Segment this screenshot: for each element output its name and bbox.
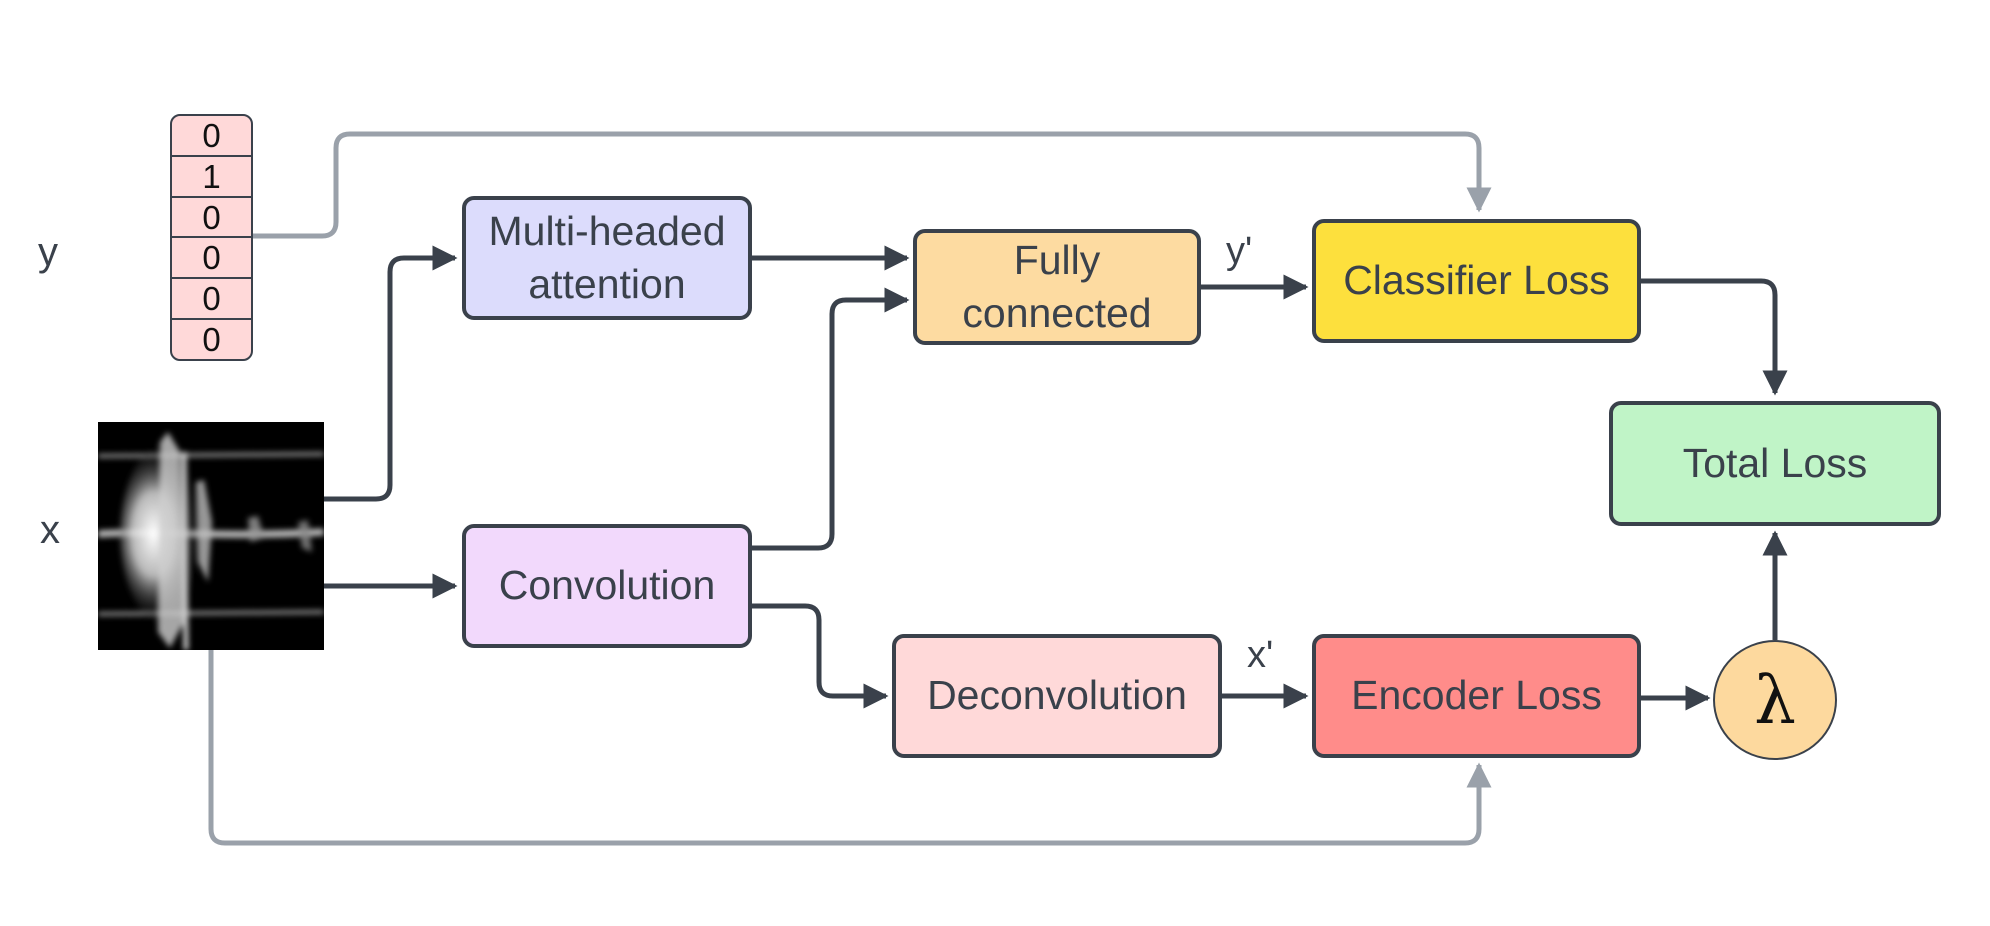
one-hot-cell: 0 <box>172 318 251 359</box>
input-spectrogram-image <box>98 422 324 650</box>
multi-headed-attention-label: Multi-headed attention <box>488 207 726 307</box>
fully-connected-node: Fully connected <box>913 229 1201 345</box>
x-input-label: x <box>40 508 60 552</box>
fully-connected-label: Fully connected <box>962 236 1152 336</box>
multi-headed-attention-node: Multi-headed attention <box>462 196 752 320</box>
lambda-weight-node: λ <box>1713 640 1837 760</box>
encoder-loss-label: Encoder Loss <box>1351 672 1602 719</box>
deconvolution-node: Deconvolution <box>892 634 1222 758</box>
edge-classifier-loss-to-total-loss <box>1641 278 1788 396</box>
convolution-node: Convolution <box>462 524 752 648</box>
x-prime-edge-label: x' <box>1247 634 1274 676</box>
classifier-loss-node: Classifier Loss <box>1312 219 1641 343</box>
edge-x-to-encoder-loss <box>208 650 1492 846</box>
one-hot-label-vector: 0 1 0 0 0 0 <box>170 114 253 361</box>
convolution-label: Convolution <box>498 562 716 609</box>
lambda-symbol: λ <box>1754 661 1796 739</box>
deconvolution-label: Deconvolution <box>927 672 1187 719</box>
one-hot-cell: 0 <box>172 277 251 318</box>
y-prime-edge-label: y' <box>1226 230 1253 272</box>
classifier-loss-label: Classifier Loss <box>1343 257 1610 304</box>
y-input-label: y <box>38 230 58 274</box>
one-hot-cell: 0 <box>202 116 221 154</box>
one-hot-cell: 1 <box>172 154 251 196</box>
total-loss-label: Total Loss <box>1682 439 1868 486</box>
edge-convolution-to-deconvolution <box>752 603 889 709</box>
edge-y-to-classifier-loss <box>253 131 1492 239</box>
edge-x-to-attention <box>324 245 458 502</box>
one-hot-cell: 0 <box>172 195 251 237</box>
edge-convolution-to-fully-connected <box>752 287 910 551</box>
total-loss-node: Total Loss <box>1609 401 1941 526</box>
encoder-loss-node: Encoder Loss <box>1312 634 1641 758</box>
one-hot-cell: 0 <box>172 236 251 277</box>
